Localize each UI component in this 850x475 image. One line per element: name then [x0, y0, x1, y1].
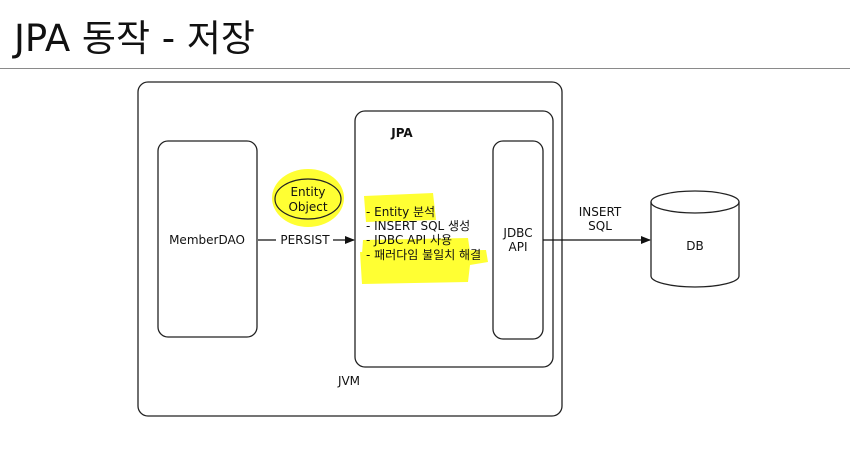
page-title: JPA 동작 - 저장 [14, 17, 255, 60]
entity-object-label-line1: Entity [290, 185, 325, 199]
jpa-box [354, 110, 554, 368]
jpa-step-insert-sql: - INSERT SQL 생성 [366, 219, 470, 233]
jvm-box [137, 81, 563, 417]
entity-object-highlight [272, 169, 344, 227]
jdbc-api-label-line1: JDBC [502, 226, 532, 240]
db-label: DB [686, 239, 703, 253]
jdbc-api-label-line2: API [509, 240, 528, 254]
jpa-step-jdbc-api: - JDBC API 사용 [366, 233, 452, 247]
entity-object-label-line2: Object [288, 200, 327, 214]
entity-object-ellipse [274, 178, 342, 220]
jpa-step-paradigm-mismatch: - 패러다임 불일치 해결 [366, 248, 481, 262]
jvm-label: JVM [337, 374, 360, 388]
member-dao-box [157, 140, 258, 338]
db-cylinder [650, 190, 740, 288]
insert-sql-label-line1: INSERT [579, 205, 622, 219]
title-divider [0, 68, 850, 69]
jpa-step-entity-analysis: - Entity 분석 [366, 205, 435, 219]
member-dao-label: MemberDAO [169, 233, 245, 247]
persist-label: PERSIST [280, 233, 330, 247]
jpa-steps-highlight [360, 193, 488, 284]
jpa-label: JPA [390, 126, 413, 140]
insert-sql-label-line2: SQL [588, 219, 612, 233]
